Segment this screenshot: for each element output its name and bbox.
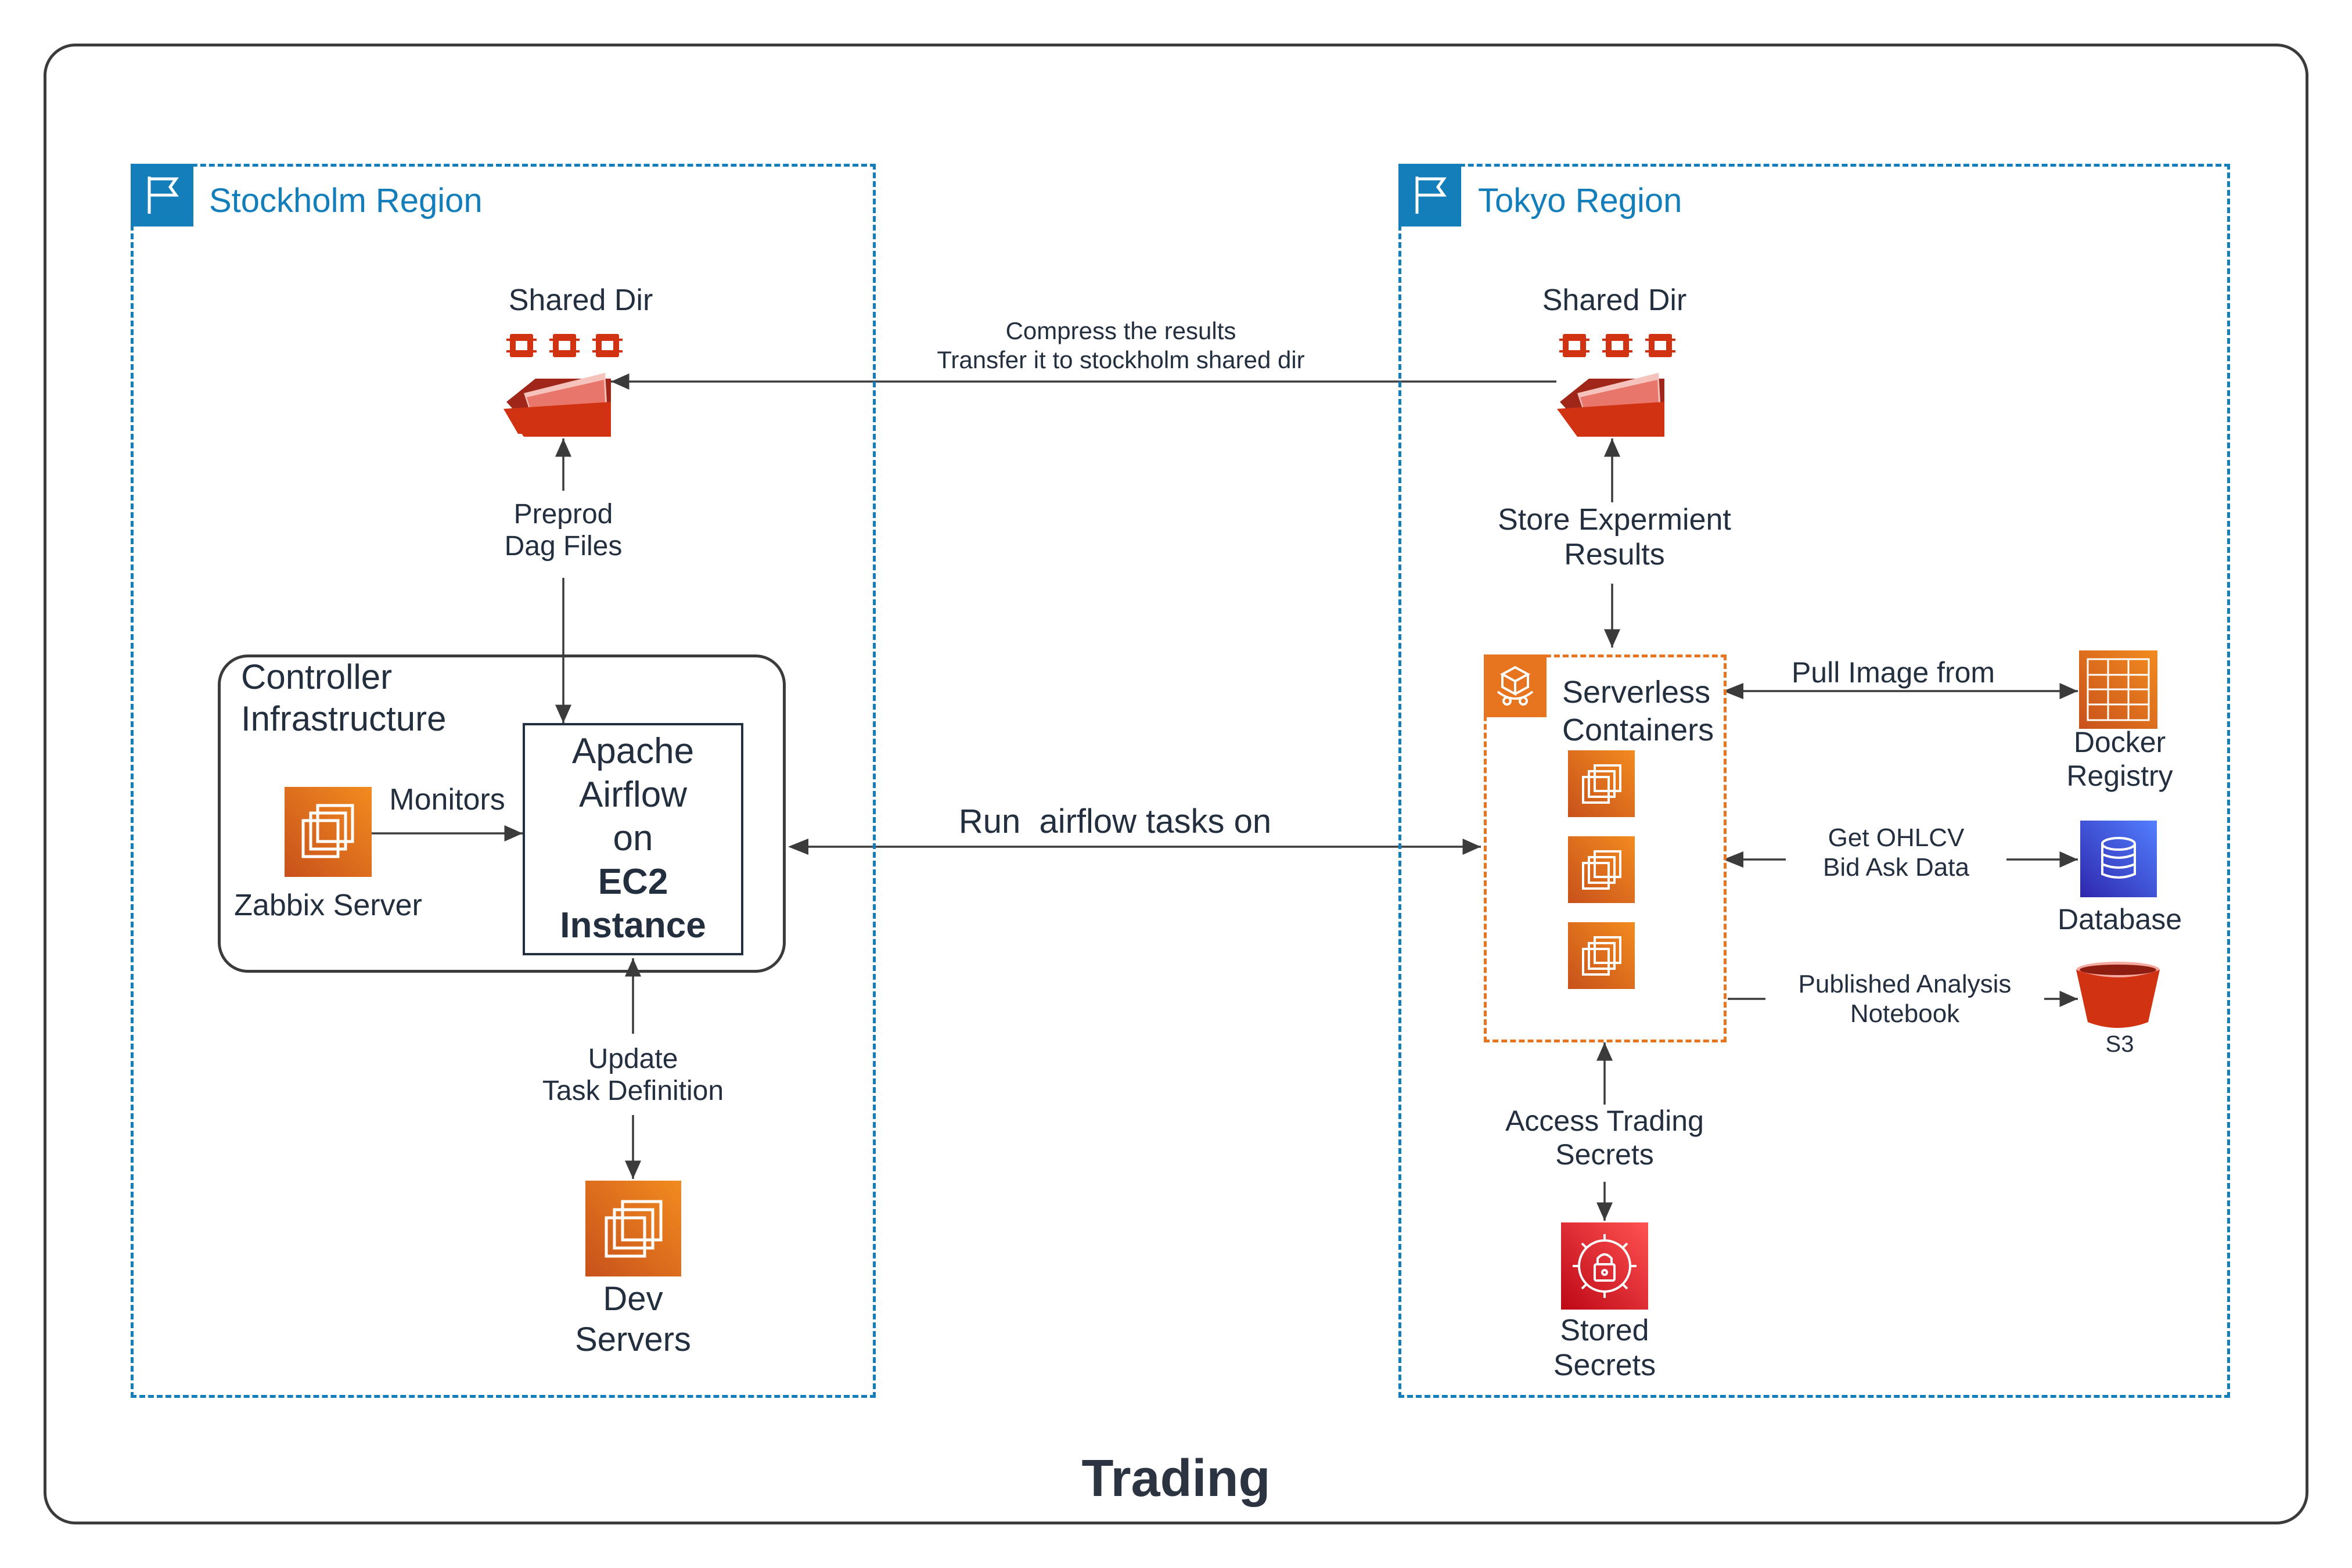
tokyo-region (1398, 164, 2230, 1398)
monitors-label: Monitors (383, 783, 511, 818)
secrets-manager-icon (1561, 1222, 1648, 1310)
airflow-label-line5: Instance (560, 905, 706, 945)
ec2-instance-icon (285, 787, 372, 877)
compress-transfer-label: Compress the results Transfer it to stoc… (889, 317, 1353, 375)
container-1-icon (1568, 750, 1635, 817)
stockholm-region (131, 164, 876, 1398)
arrowhead-pull-left (1723, 683, 1743, 699)
s3-bucket-icon (2073, 958, 2163, 1037)
stockholm-shared-dir-chips-icon (505, 328, 627, 366)
tokyo-shared-dir-chips-icon (1558, 328, 1680, 366)
container-2-icon (1568, 836, 1635, 903)
pull-image-label: Pull Image from (1771, 656, 2015, 690)
efs-shared-dir-icon (501, 367, 617, 443)
docker-registry-label: Docker Registry (2066, 726, 2173, 792)
apache-airflow-ec2-instance (523, 723, 743, 955)
tokyo-shared-dir-label: Shared Dir (1542, 283, 1687, 317)
preprod-dag-files-label: Preprod Dag Files (470, 498, 656, 563)
region-flag-icon (131, 164, 193, 226)
zabbix-server-label: Zabbix Server (234, 889, 422, 922)
arrowhead-run-left (788, 839, 808, 855)
update-task-definition-label: Update Task Definition (511, 1043, 755, 1107)
published-analysis-label: Published Analysis Notebook (1765, 970, 2044, 1029)
stockholm-region-title: Stockholm Region (209, 182, 483, 220)
stockholm-shared-dir-label: Shared Dir (508, 283, 653, 317)
tokyo-region-title: Tokyo Region (1478, 182, 1682, 220)
serverless-containers-group (1484, 654, 1727, 1042)
database-icon (2080, 821, 2157, 897)
airflow-label-line4: EC2 (598, 862, 668, 902)
run-airflow-tasks-label: Run airflow tasks on (894, 803, 1336, 841)
serverless-containers-label: Serverless Containers (1562, 675, 1714, 747)
dev-servers-label: Dev Servers (575, 1280, 691, 1358)
container-3-icon (1568, 922, 1635, 989)
store-experiment-results-label: Store Expermient Results (1475, 503, 1754, 573)
controller-infrastructure-box (218, 654, 786, 973)
airflow-label-line1: Apache (571, 731, 695, 771)
reverse-arrowheads (788, 683, 1743, 868)
get-ohlcv-label: Get OHLCV Bid Ask Data (1786, 823, 2006, 883)
tokyo-efs-shared-dir-icon (1554, 367, 1670, 443)
dev-servers-ec2-icon (585, 1181, 681, 1276)
s3-label: S3 (2105, 1031, 2134, 1057)
airflow-label-line3: on (613, 818, 653, 858)
stored-secrets-label: Stored Secrets (1553, 1314, 1656, 1382)
tokyo-region-flag-icon (1398, 164, 1461, 226)
diagram-frame (44, 44, 2308, 1524)
diagram-title: Trading (1081, 1450, 1271, 1508)
fargate-serverless-icon (1484, 654, 1547, 717)
access-trading-secrets-label: Access Trading Secrets (1475, 1105, 1734, 1171)
airflow-label-line2: Airflow (578, 775, 688, 815)
database-label: Database (2057, 903, 2182, 936)
arrowhead-ohlcv-left (1723, 851, 1743, 868)
docker-registry-icon (2079, 650, 2157, 729)
controller-infrastructure-title: Controller Infrastructure (241, 657, 447, 738)
